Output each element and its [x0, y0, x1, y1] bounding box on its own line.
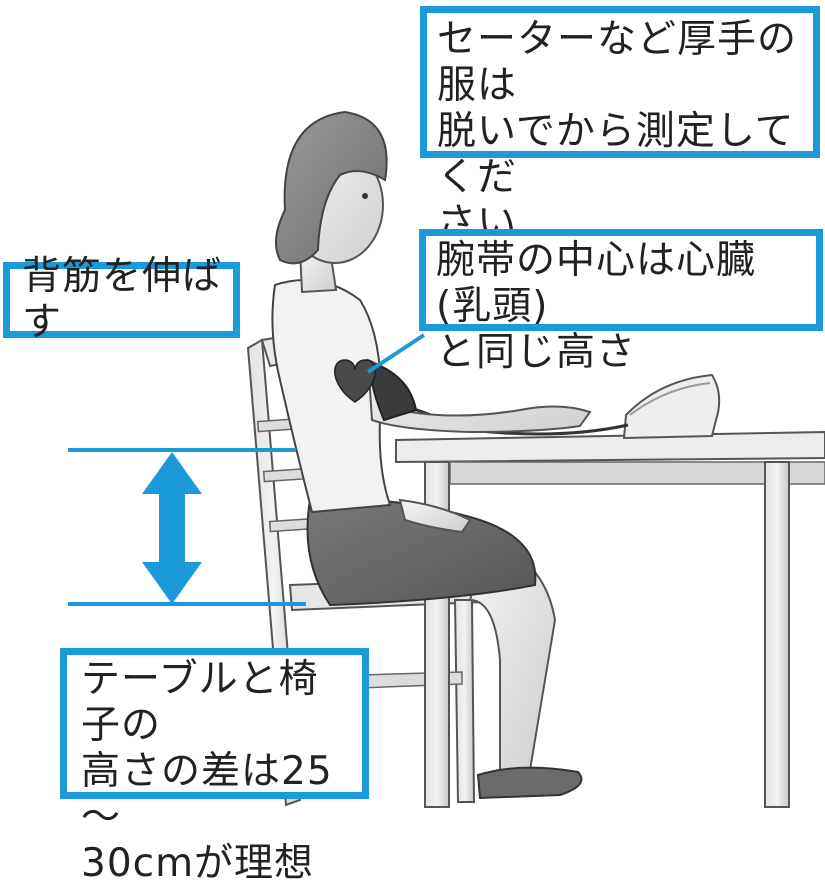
- callout-remove-thick-clothes: セーターなど厚手の服は 脱いでから測定してくだ さい: [420, 6, 820, 246]
- callout-cuff-heart-level: 腕帯の中心は心臓(乳頭) と同じ高さ: [419, 229, 823, 375]
- seated-woman: [271, 110, 592, 800]
- callout-table-chair-height: テーブルと椅子の 高さの差は25～ 30cmが理想: [60, 648, 369, 886]
- double-headed-vertical-arrow-icon: [142, 452, 202, 604]
- callout-leader-line: [366, 333, 426, 374]
- callout-straighten-back: 背筋を伸ばす: [3, 254, 240, 345]
- blood-pressure-illustration: [68, 110, 825, 808]
